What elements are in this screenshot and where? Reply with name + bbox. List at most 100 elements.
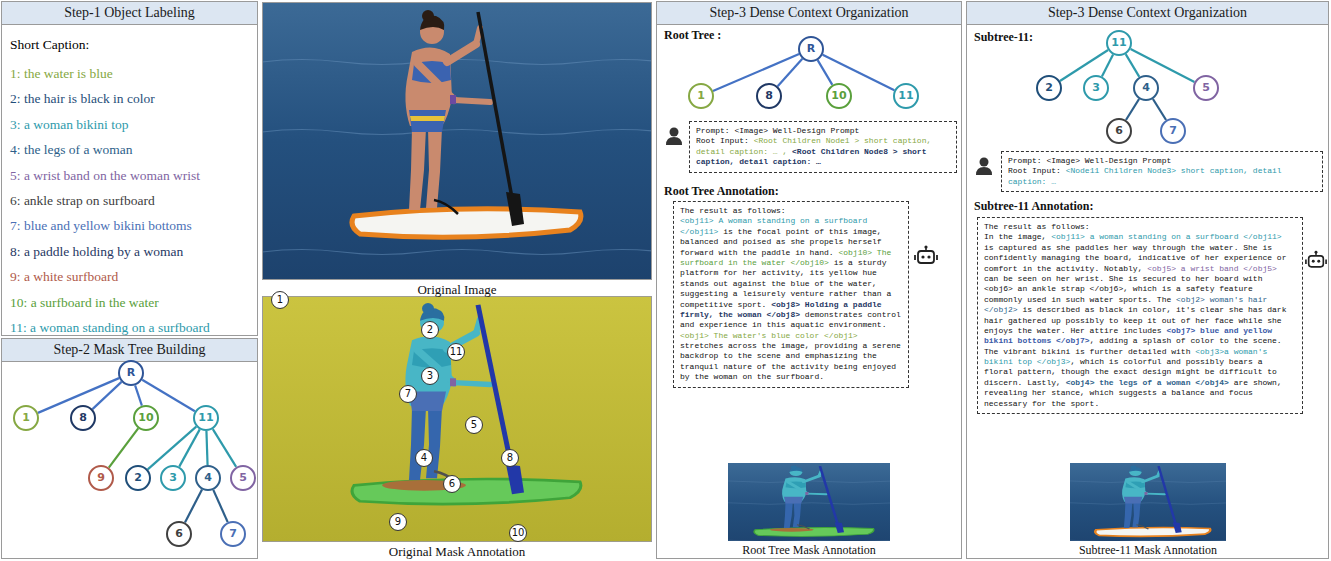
root-mask-image [728,463,890,541]
tree-node-circle: 7 [1160,118,1186,144]
tree-node-circle: 5 [1193,75,1219,101]
caption-line: 1: the water is blue [2,61,257,86]
annotation-text: <obj11> a woman standing on a surfboard … [1051,232,1281,241]
tree-node-label: 5 [239,471,247,484]
tree-node-circle: 10 [826,83,852,109]
caption-line: 3: a woman bikini top [2,112,257,137]
tree-edge [213,490,227,522]
callout-label: 11 [450,346,463,357]
panel-heading: Step-3 Dense Context Organization [967,2,1328,25]
annotation-box: The result as follows:<obj11> A woman st… [673,201,909,388]
tree-edge [185,490,202,523]
tree-node-circle: 3 [160,465,186,491]
callout-label: 3 [427,370,433,381]
tree-edge [778,59,803,87]
callout-number: 4 [415,449,433,467]
tree-node-circle: 5 [230,465,256,491]
callout-number: 11 [447,343,465,361]
tree-node-label: 10 [138,411,153,424]
caption-line: 7: blue and yellow bikini bottoms [2,213,257,238]
tree-node-circle: 11 [193,405,219,431]
panel-heading: Step-1 Object Labeling [2,2,257,25]
tree-node-circle: 7 [220,521,246,547]
tree-edge [213,429,236,467]
tree-edge [1126,99,1139,120]
tree-edge [92,382,121,409]
mask-image [262,296,652,542]
tree-node-label: 2 [1045,81,1053,94]
tree-edge [1126,54,1140,77]
annotation-text: In the image, [984,232,1046,241]
callout-label: 2 [427,324,433,335]
caption-label: Subtree-11 Mask Annotation [1079,543,1217,558]
tree-node-label: 7 [229,527,237,540]
tree-node-circle: 9 [88,465,114,491]
annotation-text: stretches across the image, providing a … [680,341,901,381]
tree-node-label: 11 [1111,36,1126,49]
caption-label: Original Image [417,282,496,298]
callout-label: 7 [405,388,411,399]
callout-number: 5 [465,416,483,434]
block-heading: The result as follows: [984,222,1296,232]
caption-line: Short Caption: [2,35,257,55]
tree-node-circle: 6 [166,521,192,547]
tree-node-label: 11 [198,411,213,424]
robot-icon [914,245,938,265]
callout-number: 3 [421,367,439,385]
callout-number: 2 [421,321,439,339]
tree-edge [1102,55,1113,77]
callout-label: 6 [449,478,455,489]
callout-number: 10 [509,524,527,542]
tree-node-label: 8 [79,411,87,424]
annotation-text: <obj4> the legs of a woman </obj4> [1066,378,1229,387]
panel-heading: Step-2 Mask Tree Building [2,339,257,362]
tree-node-label: 5 [1202,81,1210,94]
caption-line: 9: a white surfboard [2,264,257,289]
annotation-text: Root Input: [1008,166,1061,175]
tree-node-label: 6 [1115,124,1123,137]
tree-node-label: 8 [765,89,773,102]
tree-node-circle: 8 [70,405,96,431]
tree-node-label: R [127,366,135,379]
tree-node-label: R [807,42,815,55]
callout-label: 4 [421,452,427,463]
callout-number: 6 [443,475,461,493]
tree-node-label: 10 [831,89,846,102]
tree-node-label: 7 [1169,124,1177,137]
caption-line: 11: a woman standing on a surfboard [2,315,257,340]
prompt-box: Prompt: <Image> Well-Design PromptRoot I… [1001,151,1323,192]
caption-label: Subtree-11: [974,30,1033,45]
tree-node-circle: 6 [1106,118,1132,144]
tree-node-circle: R [118,360,144,386]
step-panel: Step-3 Dense Context OrganizationR181011… [656,1,962,559]
caption-label: Root Tree : [664,28,721,43]
tree-node-label: 4 [1142,81,1150,94]
tree-node-label: 4 [204,471,212,484]
step-panel: Step-3 Dense Context Organization 11 2 3 4 5 6… [966,1,1329,559]
tree-node-label: 2 [134,471,142,484]
tree-node-circle: 1 [13,405,39,431]
caption-line: 5: a wrist band on the woman wrist [2,163,257,188]
tree-node-label: 1 [697,89,705,102]
tree-node-circle: 10 [133,405,159,431]
block-heading: Prompt: <Image> Well-Design Prompt [696,126,950,136]
tree-edge [206,431,207,465]
caption-label: Subtree-11 Annotation: [974,199,1093,214]
tree-edge [135,385,142,405]
callout-label: 5 [471,419,477,430]
tree-node-label: 9 [97,471,105,484]
caption-line: 8: a paddle holding by a woman [2,239,257,264]
caption-label: Original Mask Annotation [389,544,526,560]
callout-label: 9 [395,516,401,527]
step-panel: Step-2 Mask Tree BuildingR 1 8 10 11 9 2 3 4 5 6 7 [1,338,258,559]
caption-line: 6: ankle strap on surfboard [2,188,257,213]
callout-number: 8 [501,449,519,467]
tree-edge [818,60,833,85]
tree-node-circle: 4 [195,465,221,491]
user-icon [664,126,684,146]
tree-node-label: 3 [1092,81,1100,94]
tree-node-label: 3 [169,471,177,484]
block-heading: The result as follows: [680,206,902,216]
tree-edge [109,428,138,467]
